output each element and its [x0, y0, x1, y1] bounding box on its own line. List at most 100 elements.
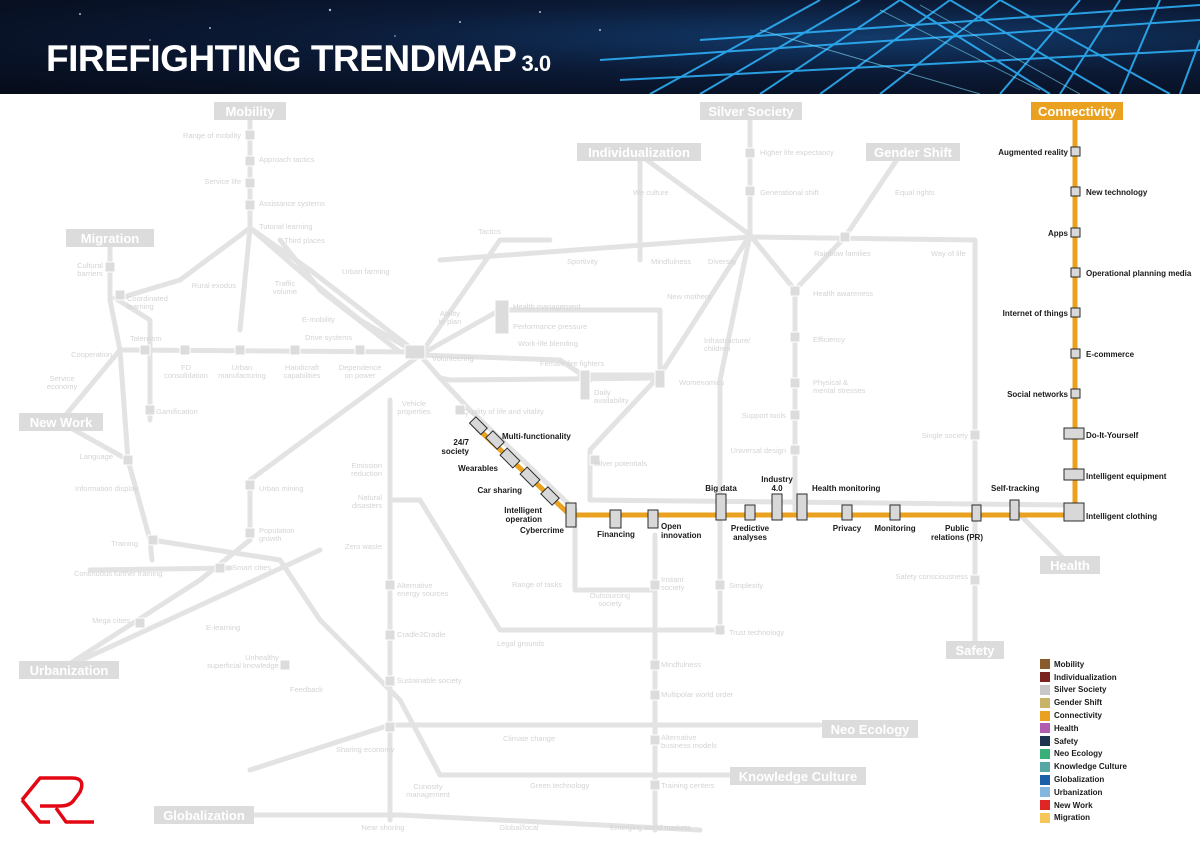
station-mindfulness-low: Mindfulness	[661, 660, 701, 669]
terminal-migration: Migration	[81, 231, 140, 246]
station-financing: Financing	[597, 530, 635, 539]
station-performance-pressure: Performance pressure	[513, 322, 587, 331]
station-internet-of-things: Internet of things	[1003, 309, 1069, 318]
station-global-local: Global/local	[499, 823, 539, 832]
legend-label: Gender Shift	[1054, 698, 1103, 708]
station-third-places: Third places	[284, 236, 325, 245]
station-female-fire-fighters: Female fire fighters	[540, 359, 604, 368]
legend-item: Neo Ecology	[1040, 748, 1190, 761]
station-augmented-reality: Augmented reality	[998, 148, 1068, 157]
station-tactics: Tactics	[478, 227, 501, 236]
station-emerging-world-markets: Emerging world markets	[610, 823, 691, 832]
gray-stations	[104, 129, 981, 791]
station-approach-tactics: Approach tactics	[259, 155, 315, 164]
station-gamification: Gamification	[156, 407, 198, 416]
station-car-sharing: Car sharing	[478, 486, 523, 495]
legend-label: New Work	[1054, 800, 1093, 810]
legend-item: Migration	[1040, 812, 1190, 825]
legend-swatch	[1040, 659, 1050, 670]
terminal-boxes: Mobility Silver Society Connectivity Ind…	[19, 102, 1123, 824]
terminal-connectivity: Connectivity	[1038, 104, 1117, 119]
station-mindfulness-top: Mindfulness	[651, 257, 691, 266]
legend-swatch	[1040, 748, 1050, 759]
gray-labels: Range of mobility Approach tactics Servi…	[47, 131, 968, 832]
legend-item: Mobility	[1040, 658, 1190, 671]
title-version: 3.0	[521, 51, 551, 76]
legend-label: Connectivity	[1054, 711, 1103, 721]
station-quality-of-life: Quality of life and vitality	[463, 407, 544, 416]
station-simplexity: Simplexity	[729, 581, 763, 590]
station-sportivity: Sportivity	[567, 257, 598, 266]
station-way-of-life: Way of life	[931, 249, 966, 258]
station-volunteering: Volunteering	[432, 354, 474, 363]
legend-item: Gender Shift	[1040, 696, 1190, 709]
legend-label: Health	[1054, 723, 1079, 733]
terminal-gender-shift: Gender Shift	[874, 145, 953, 160]
station-language: Language	[80, 452, 113, 461]
legend-swatch	[1040, 812, 1050, 823]
station-health-awareness: Health awareness	[813, 289, 873, 298]
station-health-monitoring: Health monitoring	[812, 484, 881, 493]
legend-label: Safety	[1054, 736, 1079, 746]
station-higher-life-expectancy: Higher life expectancy	[760, 148, 834, 157]
legend-swatch	[1040, 736, 1050, 747]
station-universal-design: Universal design	[731, 446, 786, 455]
station-intelligent-clothing: Intelligent clothing	[1086, 512, 1157, 521]
legend-item: Safety	[1040, 735, 1190, 748]
legend-swatch	[1040, 761, 1050, 772]
station-information-display: Information display	[75, 484, 138, 493]
legend-label: Urbanization	[1054, 787, 1103, 797]
station-operational-planning-media: Operational planning media	[1086, 269, 1192, 278]
station-rainbow-families: Rainbow families	[814, 249, 871, 258]
station-self-tracking: Self-tracking	[991, 484, 1040, 493]
station-tutorial-learning: Tutorial learning	[259, 222, 313, 231]
station-intelligent-equipment: Intelligent equipment	[1086, 472, 1167, 481]
legend-label: Knowledge Culture	[1054, 762, 1127, 772]
station-zero-waste: Zero waste	[345, 542, 382, 551]
station-continuous-further-training: Continuous further training	[74, 569, 162, 578]
legend-label: Migration	[1054, 813, 1090, 823]
station-training: Training	[111, 539, 138, 548]
legend-label: Globalization	[1054, 775, 1105, 785]
station-cradle2cradle: Cradle2Cradle	[397, 630, 445, 639]
station-legal-grounds: Legal grounds	[497, 639, 545, 648]
legend-item: Urbanization	[1040, 786, 1190, 799]
station-feedback: Feedback	[290, 685, 323, 694]
trend-map: Mobility Silver Society Connectivity Ind…	[19, 102, 1192, 833]
station-health-management: Health management	[513, 302, 581, 311]
station-big-data: Big data	[705, 484, 737, 493]
station-rural-exodus: Rural exodus	[192, 281, 236, 290]
legend-label: Mobility	[1054, 659, 1085, 669]
station-new-mothers: New mothers	[667, 292, 711, 301]
station-new-technology: New technology	[1086, 188, 1148, 197]
station-multipolar-world-order: Multipolar world order	[661, 690, 734, 699]
legend-label: Neo Ecology	[1054, 749, 1103, 759]
terminal-knowledge-culture: Knowledge Culture	[739, 769, 857, 784]
grid-decoration	[79, 0, 1200, 94]
station-range-of-tasks: Range of tasks	[512, 580, 562, 589]
terminal-mobility: Mobility	[225, 104, 275, 119]
station-silver-potentials: Silver potentials	[594, 459, 647, 468]
station-do-it-yourself: Do-It-Yourself	[1086, 431, 1139, 440]
legend-label: Individualization	[1054, 672, 1117, 682]
station-wearables: Wearables	[458, 464, 498, 473]
station-talentism: Talentism	[130, 334, 162, 343]
station-urban-mining: Urban mining	[259, 484, 304, 493]
station-urban-farming: Urban farming	[342, 267, 390, 276]
station-mega-cities: Mega cities	[92, 616, 130, 625]
terminal-globalization: Globalization	[163, 808, 245, 823]
station-single-society: Single society	[922, 431, 969, 440]
station-generational-shift: Generational shift	[760, 188, 820, 197]
